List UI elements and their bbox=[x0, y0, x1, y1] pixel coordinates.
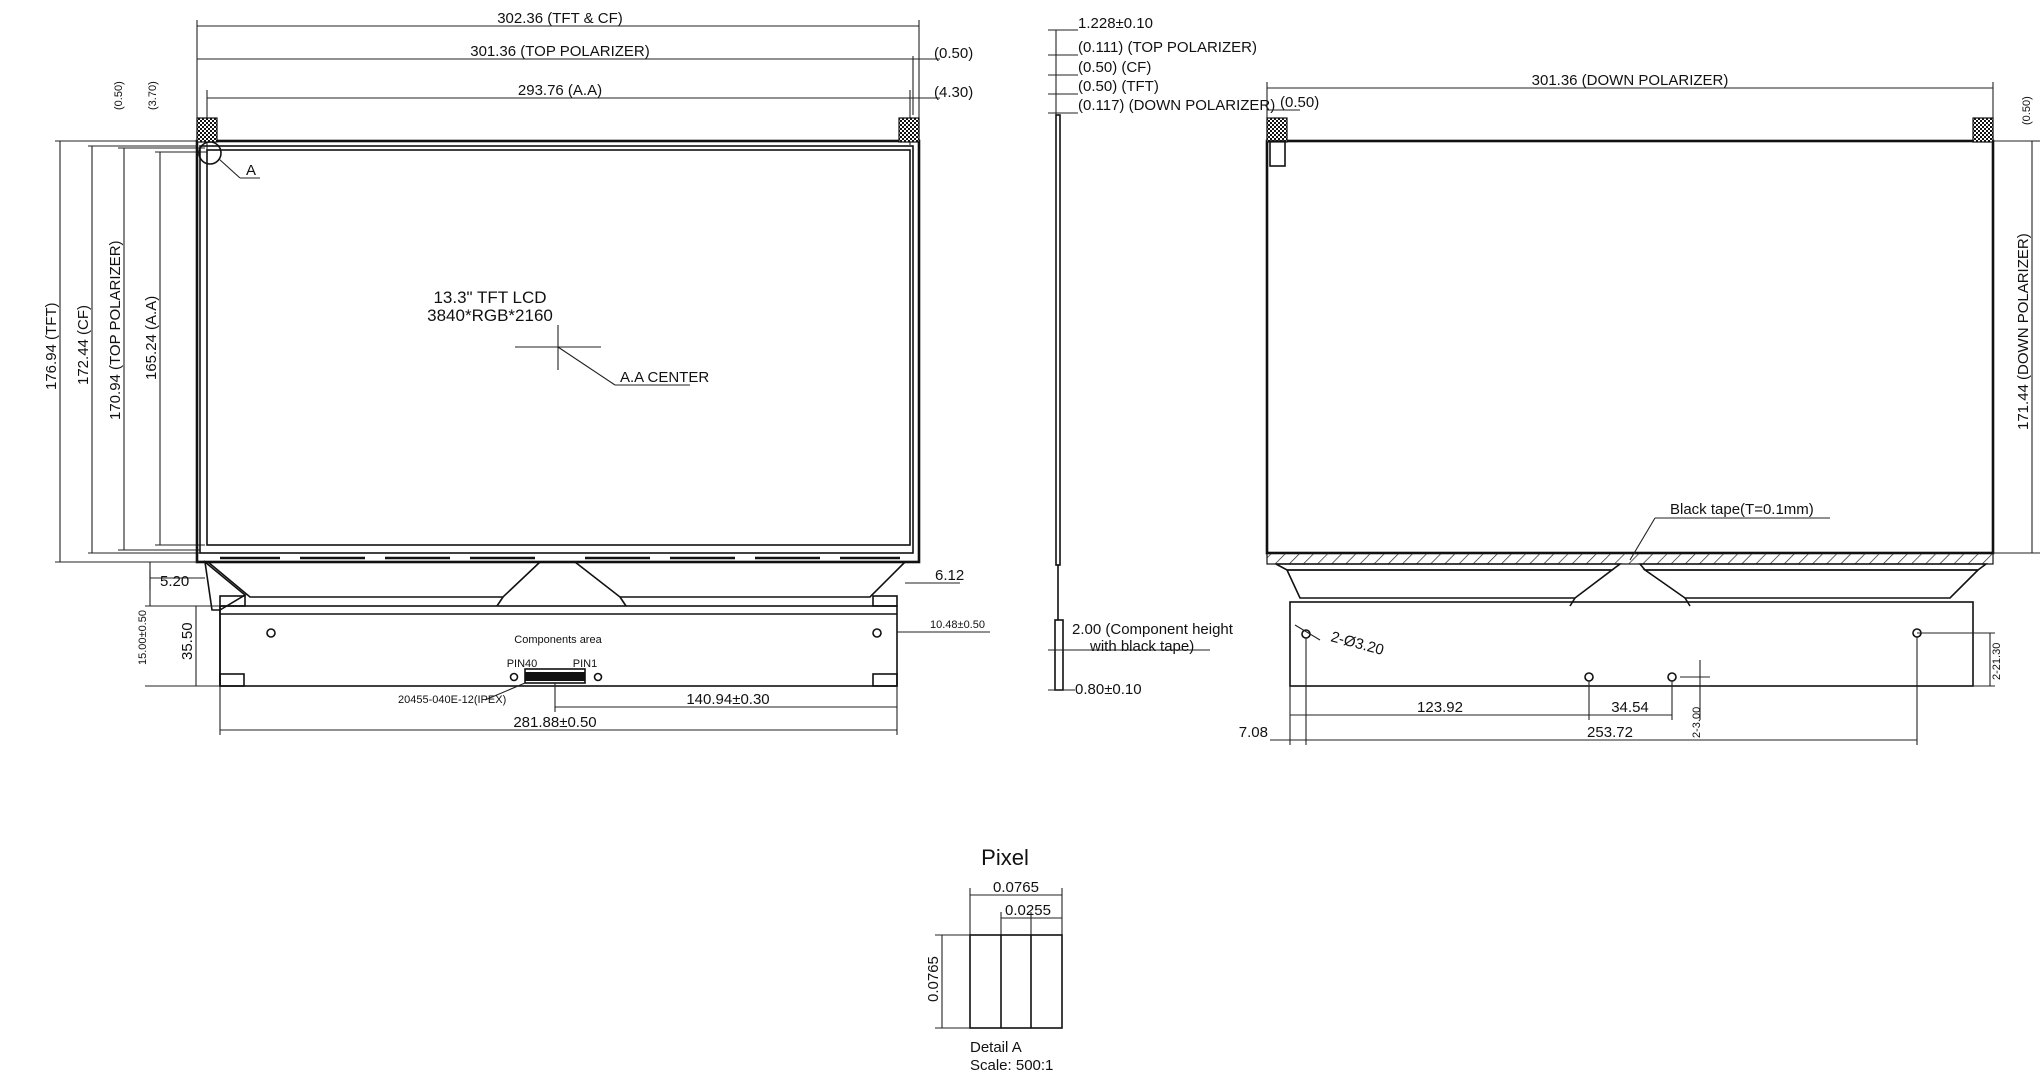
component-height-label-2: with black tape) bbox=[1089, 638, 1194, 655]
fpc-left-edge bbox=[203, 560, 247, 611]
panel-resolution: 3840*RGB*2160 bbox=[427, 306, 553, 325]
pixel-detail: Pixel 0.0765 0.0255 0.0765 Detail A Scal… bbox=[925, 845, 1063, 1074]
pcb-hole-left bbox=[266, 628, 276, 638]
back-fpc-left bbox=[1285, 569, 1615, 599]
dim-10-48: 10.48±0.50 bbox=[930, 619, 985, 631]
back-alignment-mark-left bbox=[1266, 117, 1288, 143]
side-component bbox=[1054, 619, 1064, 691]
dim-cf-thickness: (0.50) (CF) bbox=[1078, 59, 1151, 76]
connector bbox=[525, 672, 585, 681]
dim-height-active-area: 165.24 (A.A) bbox=[143, 296, 160, 380]
dim-hole-height: 2-21.30 bbox=[1991, 643, 2003, 680]
front-view: 302.36 (TFT & CF) 301.36 (TOP POLARIZER)… bbox=[43, 10, 990, 735]
dim-width-active-area: 293.76 (A.A) bbox=[518, 82, 602, 99]
dim-height-top-polarizer: 170.94 (TOP POLARIZER) bbox=[107, 240, 124, 420]
dim-15-00: 15.00±0.50 bbox=[137, 610, 149, 665]
dim-width-down-polarizer: 301.36 (DOWN POLARIZER) bbox=[1532, 72, 1729, 89]
black-tape bbox=[1266, 552, 1994, 565]
dim-35-50: 35.50 bbox=[179, 622, 196, 660]
dim-5-20: 5.20 bbox=[160, 573, 189, 590]
back-alignment-mark-right bbox=[1972, 117, 1994, 143]
dim-right-430: (4.30) bbox=[934, 84, 973, 101]
component-height-label: 2.00 (Component height bbox=[1072, 621, 1234, 638]
dim-253-72: 253.72 bbox=[1587, 724, 1633, 741]
detail-a-callout: A bbox=[246, 162, 256, 179]
dim-connector-offset: 140.94±0.30 bbox=[686, 691, 769, 708]
dim-hole-offset-12392: 123.92 bbox=[1417, 699, 1463, 716]
dim-left-050: (0.50) bbox=[113, 81, 125, 110]
dim-width-top-polarizer: 301.36 (TOP POLARIZER) bbox=[470, 43, 650, 60]
pixel-cell bbox=[969, 934, 1063, 1029]
dim-hole-offset-300: 2-3.00 bbox=[1691, 707, 1703, 738]
pin40-label: PIN40 bbox=[507, 658, 538, 670]
alignment-mark-top-left bbox=[196, 117, 218, 143]
dim-width-tft-cf: 302.36 (TFT & CF) bbox=[497, 10, 623, 27]
dim-back-left-050: (0.50) bbox=[1280, 94, 1319, 111]
back-pcb-board bbox=[1289, 601, 1974, 687]
pcb-hole-right bbox=[872, 628, 882, 638]
dim-tft-thickness: (0.50) (TFT) bbox=[1078, 78, 1159, 95]
back-view: 301.36 (DOWN POLARIZER) (0.50) (0.50) Bl… bbox=[1239, 72, 2040, 745]
dim-7-08: 7.08 bbox=[1239, 724, 1268, 741]
fpc-left bbox=[205, 561, 543, 598]
side-panel-stack bbox=[1055, 114, 1061, 566]
black-tape-label: Black tape(T=0.1mm) bbox=[1670, 501, 1814, 518]
connector-part-label: 20455-040E-12(IPEX) bbox=[398, 694, 506, 706]
detail-name: Detail A bbox=[970, 1039, 1022, 1056]
dim-top-polarizer-thickness: (0.111) (TOP POLARIZER) bbox=[1078, 39, 1257, 56]
dim-height-tft: 176.94 (TFT) bbox=[43, 302, 60, 390]
dim-height-down-polarizer: 171.44 (DOWN POLARIZER) bbox=[2015, 233, 2032, 430]
dim-side-thickness: 0.80±0.10 bbox=[1075, 681, 1142, 698]
dim-total-thickness: 1.228±0.10 bbox=[1078, 15, 1153, 32]
dim-pixel-pitch-height: 0.0765 bbox=[925, 956, 942, 1002]
aa-center-label: A.A CENTER bbox=[620, 369, 709, 386]
dim-left-370: (3.70) bbox=[147, 81, 159, 110]
alignment-mark-top-right bbox=[898, 117, 920, 143]
dim-subpixel-width: 0.0255 bbox=[1005, 902, 1051, 919]
dim-down-polarizer-thickness: (0.117) (DOWN POLARIZER) bbox=[1078, 97, 1275, 114]
dim-hole-spacing-3454: 34.54 bbox=[1611, 699, 1649, 716]
mounting-hole-diameter: 2-Ø3.20 bbox=[1329, 628, 1386, 658]
components-area-label: Components area bbox=[514, 634, 602, 646]
pixel-title: Pixel bbox=[981, 845, 1029, 870]
dim-6-12: 6.12 bbox=[935, 567, 964, 584]
dim-right-050: (0.50) bbox=[934, 45, 973, 62]
dim-pcb-width: 281.88±0.50 bbox=[513, 714, 596, 731]
fpc-right bbox=[572, 561, 907, 598]
pin1-label: PIN1 bbox=[573, 658, 597, 670]
back-fpc-right bbox=[1642, 569, 1980, 599]
detail-a-circle bbox=[198, 141, 222, 165]
panel-title: 13.3" TFT LCD bbox=[433, 288, 546, 307]
dim-height-cf: 172.44 (CF) bbox=[75, 305, 92, 385]
dim-pixel-pitch-width: 0.0765 bbox=[993, 879, 1039, 896]
detail-scale: Scale: 500:1 bbox=[970, 1057, 1053, 1074]
side-view: 1.228±0.10 (0.111) (TOP POLARIZER) (0.50… bbox=[1048, 15, 1275, 698]
dim-back-right-050: (0.50) bbox=[2021, 96, 2033, 125]
